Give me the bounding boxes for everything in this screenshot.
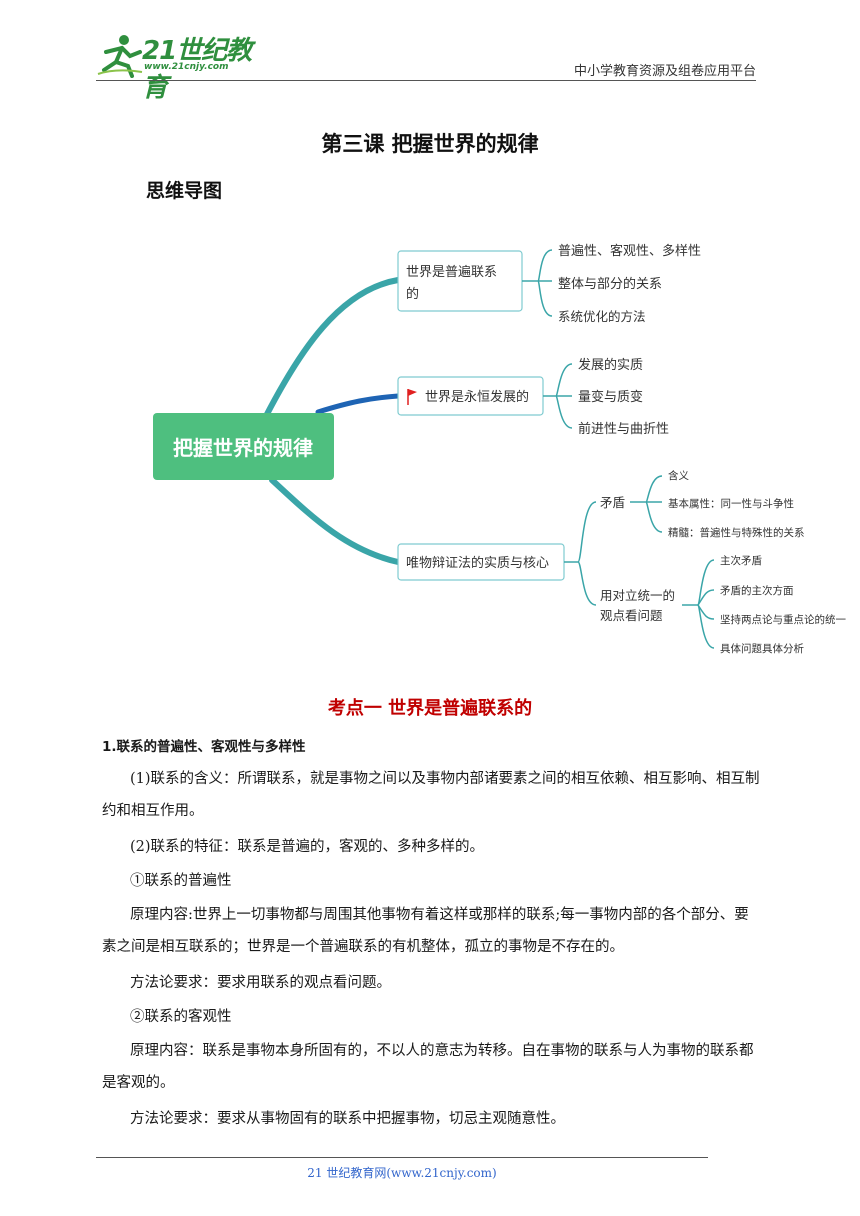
platform-name: 中小学教育资源及组卷应用平台 [573, 64, 756, 79]
sub-2-child-3: 坚持两点论与重点论的统一 [720, 613, 846, 626]
branch-1-child-2: 整体与部分的关系 [558, 276, 662, 292]
sub-2-child-4: 具体问题具体分析 [720, 642, 804, 655]
logo-text: 21世纪教育 [142, 36, 252, 103]
section-heading-kaodian-1: 考点一 世界是普遍联系的 [327, 698, 533, 719]
header-divider [96, 80, 756, 81]
site-logo: 21世纪教育 www.21cnjy.com [96, 32, 266, 103]
branch-box-1 [397, 250, 523, 312]
branch-label-1a: 世界是普遍联系 [406, 264, 497, 280]
paragraph-universality-heading: ①联系的普遍性 [130, 873, 232, 889]
paragraph-definition: (1)联系的含义：所谓联系，就是事物之间以及事物内部诸要素之间的相互依赖、相互影… [102, 771, 760, 819]
paragraph-objectivity-principle: 原理内容：联系是事物本身所固有的，不以人的意志为转移。自在事物的联系与人为事物的… [102, 1043, 754, 1091]
branch-2-child-2: 量变与质变 [578, 389, 643, 405]
sub-1-child-3: 精髓：普遍性与特殊性的关系 [668, 526, 805, 539]
branch-label-2: 世界是永恒发展的 [425, 389, 529, 405]
paragraph-features: (2)联系的特征：联系是普遍的，客观的、多种多样的。 [130, 839, 485, 855]
connector-branch-3 [269, 477, 401, 565]
branch-2-child-1: 发展的实质 [578, 357, 643, 373]
mindmap-root-box [153, 413, 334, 480]
mind-map: 把握世界的规律 世界是普遍联系 的 普遍性、客观性、多样性 整体与部分的关系 系… [153, 243, 846, 655]
section-heading-mindmap: 思维导图 [146, 180, 223, 202]
paragraph-universality-method: 方法论要求：要求用联系的观点看问题。 [130, 975, 391, 991]
connector-branch-1 [262, 277, 401, 421]
page-header: 21世纪教育 www.21cnjy.com 中小学教育资源及组卷应用平台 [0, 0, 860, 103]
branch-label-1b: 的 [406, 286, 419, 302]
connector-branch-2 [315, 393, 401, 415]
sub-label-unity-a: 用对立统一的 [600, 588, 675, 603]
paragraph-objectivity-heading: ②联系的客观性 [130, 1009, 232, 1025]
sub-label-contradiction: 矛盾 [600, 495, 625, 510]
sub-1-child-1: 含义 [668, 469, 689, 482]
branch-1-child-3: 系统优化的方法 [558, 309, 646, 324]
logo-url: www.21cnjy.com [144, 62, 229, 72]
subheading-connection: 1.联系的普遍性、客观性与多样性 [102, 739, 306, 755]
sub-label-unity-b: 观点看问题 [600, 608, 663, 623]
branch-1-child-1: 普遍性、客观性、多样性 [558, 243, 701, 259]
runner-logo-icon [97, 35, 143, 78]
paragraph-objectivity-method: 方法论要求：要求从事物固有的联系中把握事物，切忌主观随意性。 [130, 1111, 565, 1127]
footer-link[interactable]: 21 世纪教育网(www.21cnjy.com) [307, 1166, 497, 1180]
page-title: 第三课 把握世界的规律 [321, 132, 539, 156]
flag-icon [407, 389, 417, 405]
sub-2-child-1: 主次矛盾 [720, 554, 762, 567]
branch-label-3: 唯物辩证法的实质与核心 [406, 555, 549, 571]
sub-1-child-2: 基本属性：同一性与斗争性 [668, 497, 794, 510]
sub-2-child-2: 矛盾的主次方面 [720, 584, 794, 597]
footer-divider [96, 1157, 708, 1158]
mindmap-root-label: 把握世界的规律 [173, 436, 313, 460]
branch-2-child-3: 前进性与曲折性 [578, 421, 669, 437]
paragraph-universality-principle: 原理内容:世界上一切事物都与周围其他事物有着这样或那样的联系;每一事物内部的各个… [102, 907, 749, 955]
